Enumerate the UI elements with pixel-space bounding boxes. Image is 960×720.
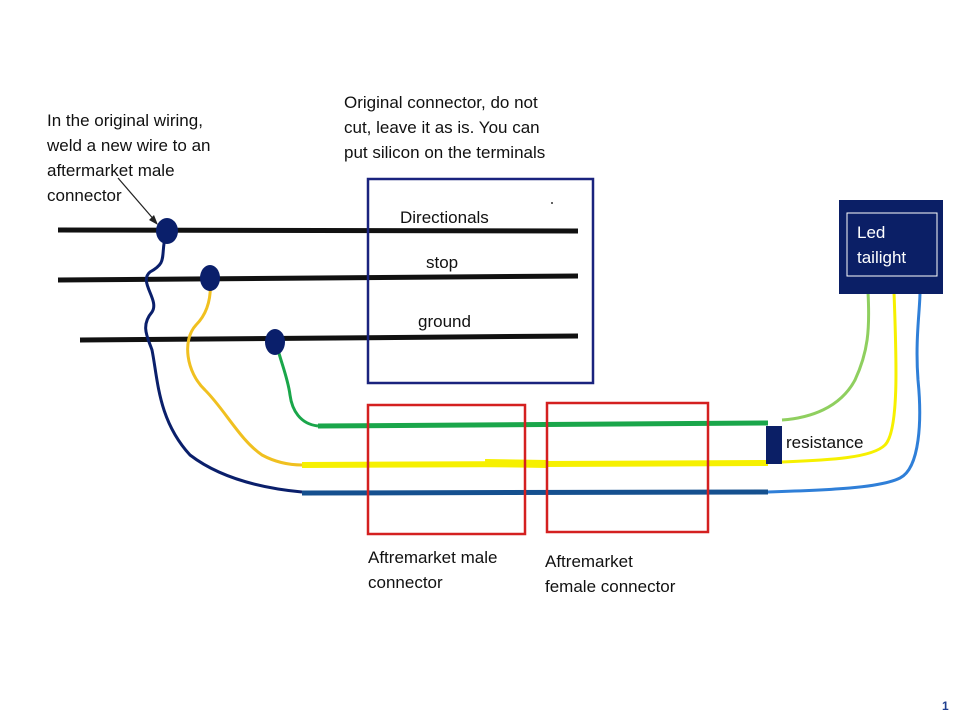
original-connector-box	[366, 177, 595, 385]
male-connector-box	[366, 403, 527, 536]
male-connector-label: Aftremarket male connector	[368, 548, 498, 592]
led-tailight-inner-frame	[846, 212, 938, 277]
ground-splice-point	[265, 329, 285, 355]
light-green-tail-wire	[781, 291, 871, 422]
yellow-tail-wire	[781, 291, 898, 464]
yellow-spliced-wire	[186, 277, 303, 467]
page-number: 1	[942, 699, 949, 713]
resistance-label: resistance	[786, 433, 864, 452]
ground-label: ground	[418, 312, 471, 331]
led-tailight-label: Led tailight	[857, 223, 907, 267]
led-tailight-box	[839, 200, 943, 294]
female-connector-box	[545, 401, 710, 534]
directionals-splice-point	[156, 218, 178, 244]
green-spliced-wire	[274, 341, 319, 428]
stop-label: stop	[426, 253, 459, 272]
stray-dot	[551, 202, 553, 204]
female-connector-label: Aftremarket female connector	[545, 552, 676, 596]
stop-wire	[57, 273, 579, 283]
green-harness-wire	[317, 420, 769, 429]
weld-pointer-line	[117, 177, 157, 223]
ground-wire	[79, 333, 579, 343]
navy-spliced-wire	[144, 231, 303, 494]
resistance-block	[766, 426, 782, 464]
weld-note: In the original wiring, weld a new wire …	[47, 111, 211, 205]
blue-harness-wire	[301, 489, 769, 496]
yellow-harness-overlap	[484, 459, 549, 468]
stop-splice-point	[200, 265, 220, 291]
light-blue-tail-wire	[767, 291, 922, 494]
original-connector-note: Original connector, do not cut, leave it…	[344, 93, 546, 162]
directionals-label: Directionals	[400, 208, 489, 227]
weld-pointer-arrowhead	[149, 215, 158, 225]
directionals-wire	[57, 227, 579, 234]
